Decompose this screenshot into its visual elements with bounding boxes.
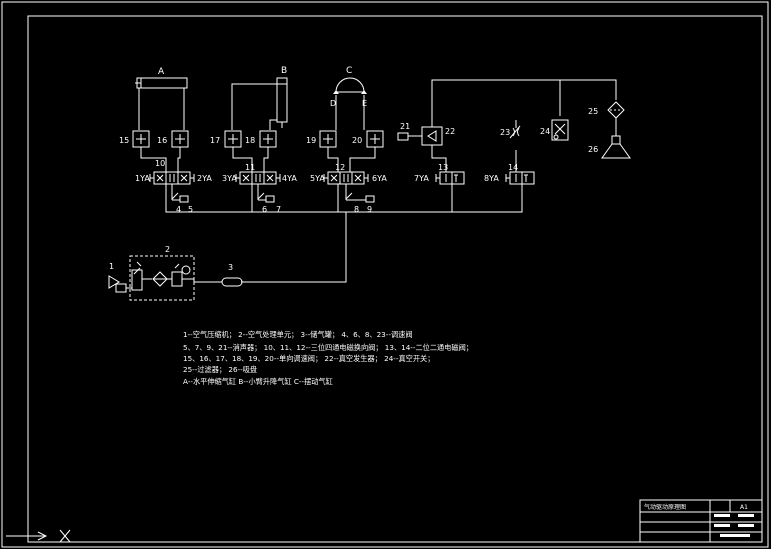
n25-label: 25 [588,107,598,116]
flow-valve-20: 20 [352,130,384,148]
port-d-label: D [330,99,336,108]
silencer-21: 21 [397,122,422,141]
flow-valve-19-label: 19 [306,136,316,145]
valve-12-label: 12 [335,163,345,172]
title-block-sheet: A1 [740,504,748,511]
n24-label: 24 [540,127,550,136]
cylinder-a-label: A [158,67,165,77]
legend-line-4: 25--过滤器； 26--吸盘 [183,365,257,374]
flow-valve-16: 16 [157,130,189,148]
n7-label: 7 [276,205,281,214]
coil-6ya: 6YA [372,174,387,183]
flow-valve-20-label: 20 [352,136,362,145]
n4-label: 4 [176,205,181,214]
n22-label: 22 [445,127,455,136]
air-treatment-unit-2: 2 [129,245,195,301]
throttle-8-silencer-9: 8 9 [345,184,375,214]
n9-label: 9 [367,205,372,214]
cylinder-b-label: B [281,66,287,76]
title-block: 气动驱动原理图 A1 [639,499,763,543]
cylinder-a: A [135,67,188,89]
throttle-4-silencer-5: 4 5 [171,184,193,214]
ucs-icon [6,529,71,543]
n8-label: 8 [354,205,359,214]
n21-label: 21 [400,122,410,131]
coil-2ya: 2YA [197,174,212,183]
directional-valve-11: 11 3YA 4YA [222,163,297,185]
n5-label: 5 [188,205,193,214]
component-legend: 1--空气压缩机； 2--空气处理单元； 3--储气罐； 4、6、8、23--调… [183,330,473,386]
coil-4ya: 4YA [282,174,297,183]
directional-valve-12: 12 5YA 6YA [310,163,387,185]
cylinder-b: B [276,66,288,128]
air-tank-3: 3 [221,263,243,287]
legend-line-1: 1--空气压缩机； 2--空气处理单元； 3--储气罐； 4、6、8、23--调… [183,330,413,339]
vacuum-switch-24: 24 [540,119,569,141]
two-way-valve-13: 13 7YA [414,163,465,185]
cylinder-c-label: C [346,66,352,76]
flow-valve-18-label: 18 [245,136,255,145]
valve-13-label: 13 [438,163,448,172]
legend-line-5: A--水平伸缩气缸 B--小臂升降气缸 C--摆动气缸 [183,377,333,386]
valve-10-label: 10 [155,159,165,168]
legend-line-3: 15、16、17、18、19、20--单向调速阀； 22--真空发生器； 24-… [183,354,434,363]
port-e-label: E [362,99,367,108]
flow-valve-17-label: 17 [210,136,220,145]
flow-valve-18: 18 [245,130,277,148]
throttle-6-silencer-7: 6 7 [257,184,281,214]
n1-label: 1 [109,262,114,271]
throttle-valve-23: 23 [500,125,521,139]
legend-line-2: 5、7、9、21--消声器； 10、11、12--三位四通电磁换向阀； 13、1… [183,343,473,352]
coil-7ya: 7YA [414,174,429,183]
valve-11-label: 11 [245,163,255,172]
n23-label: 23 [500,128,510,137]
flow-valve-15: 15 [119,130,150,148]
flow-valve-15-label: 15 [119,136,129,145]
valve-14-label: 14 [508,163,518,172]
coil-1ya: 1YA [135,174,150,183]
n6-label: 6 [262,205,267,214]
flow-valve-17: 17 [210,130,242,148]
coil-3ya: 3YA [222,174,237,183]
flow-valve-16-label: 16 [157,136,167,145]
n3-label: 3 [228,263,233,272]
flow-valve-19: 19 [306,130,337,148]
cylinder-c: C D E [330,66,367,108]
suction-cup-26: 26 [588,135,631,159]
title-block-title: 气动驱动原理图 [644,503,686,511]
n2-label: 2 [165,245,170,254]
inner-frame [27,15,763,543]
air-compressor-1: 1 [108,262,132,293]
coil-8ya: 8YA [484,174,499,183]
two-way-valve-14: 14 8YA [484,163,535,185]
coil-5ya: 5YA [310,174,325,183]
directional-valve-10: 10 1YA 2YA [135,159,212,185]
vacuum-generator-22: 22 [421,126,455,146]
n26-label: 26 [588,145,598,154]
filter-25: 25 [588,101,625,119]
